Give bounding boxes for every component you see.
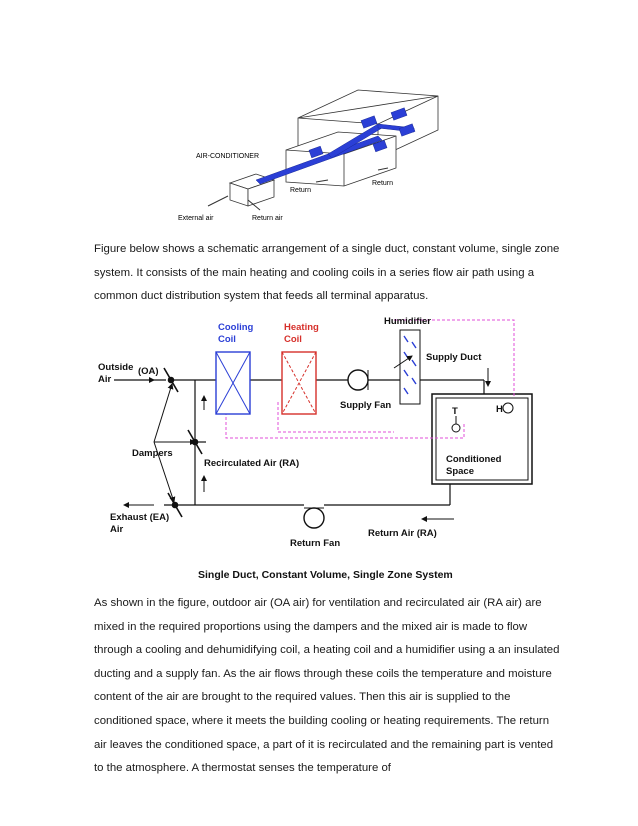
label-conditioned-2: Space [446, 466, 474, 477]
return-fan [303, 507, 325, 529]
thermostat-sensor [451, 416, 461, 433]
label-recirculated-air: Recirculated Air (RA) [204, 458, 299, 469]
explanation-paragraph: As shown in the figure, outdoor air (OA … [94, 597, 560, 775]
label-external-air: External air [178, 215, 214, 222]
duct-layout-illustration: AIR-CONDITIONER Return Return External a… [178, 89, 439, 222]
label-conditioned-1: Conditioned [446, 454, 502, 465]
label-humidifier: Humidifier [384, 316, 431, 327]
label-return-air: Return air [252, 215, 283, 222]
label-exhaust-1: Exhaust (EA) [110, 512, 169, 523]
diagram-caption: Single Duct, Constant Volume, Single Zon… [198, 569, 453, 581]
humidistat-sensor [502, 402, 514, 414]
single-duct-system-schematic: Cooling Coil Heating Coil Humidifier Sup… [98, 316, 533, 581]
conditioned-space-box [431, 393, 533, 485]
label-cooling-coil-2: Coil [218, 334, 236, 345]
label-supply-duct: Supply Duct [426, 352, 482, 363]
label-return-fan: Return Fan [290, 538, 340, 549]
label-supply-fan: Supply Fan [340, 400, 391, 411]
heating-coil [281, 351, 317, 415]
label-return-left: Return [290, 187, 311, 194]
label-cooling-coil-1: Cooling [218, 322, 254, 333]
intro-paragraph: Figure below shows a schematic arrangeme… [94, 243, 560, 303]
label-oa: (OA) [138, 366, 159, 377]
label-dampers: Dampers [132, 448, 173, 459]
label-heating-coil-2: Coil [284, 334, 302, 345]
label-heating-coil-1: Heating [284, 322, 319, 333]
label-outside-air-2: Air [98, 374, 112, 385]
supply-fan [347, 369, 369, 391]
label-humidistat: H [496, 404, 503, 415]
label-exhaust-2: Air [110, 524, 124, 535]
label-return-air-ra: Return Air (RA) [368, 528, 437, 539]
label-outside-air-1: Outside [98, 362, 133, 373]
label-return-right: Return [372, 180, 393, 187]
humidifier [399, 329, 421, 405]
label-air-conditioner: AIR-CONDITIONER [196, 153, 259, 160]
label-thermostat: T [452, 406, 458, 417]
cooling-coil [215, 351, 251, 415]
